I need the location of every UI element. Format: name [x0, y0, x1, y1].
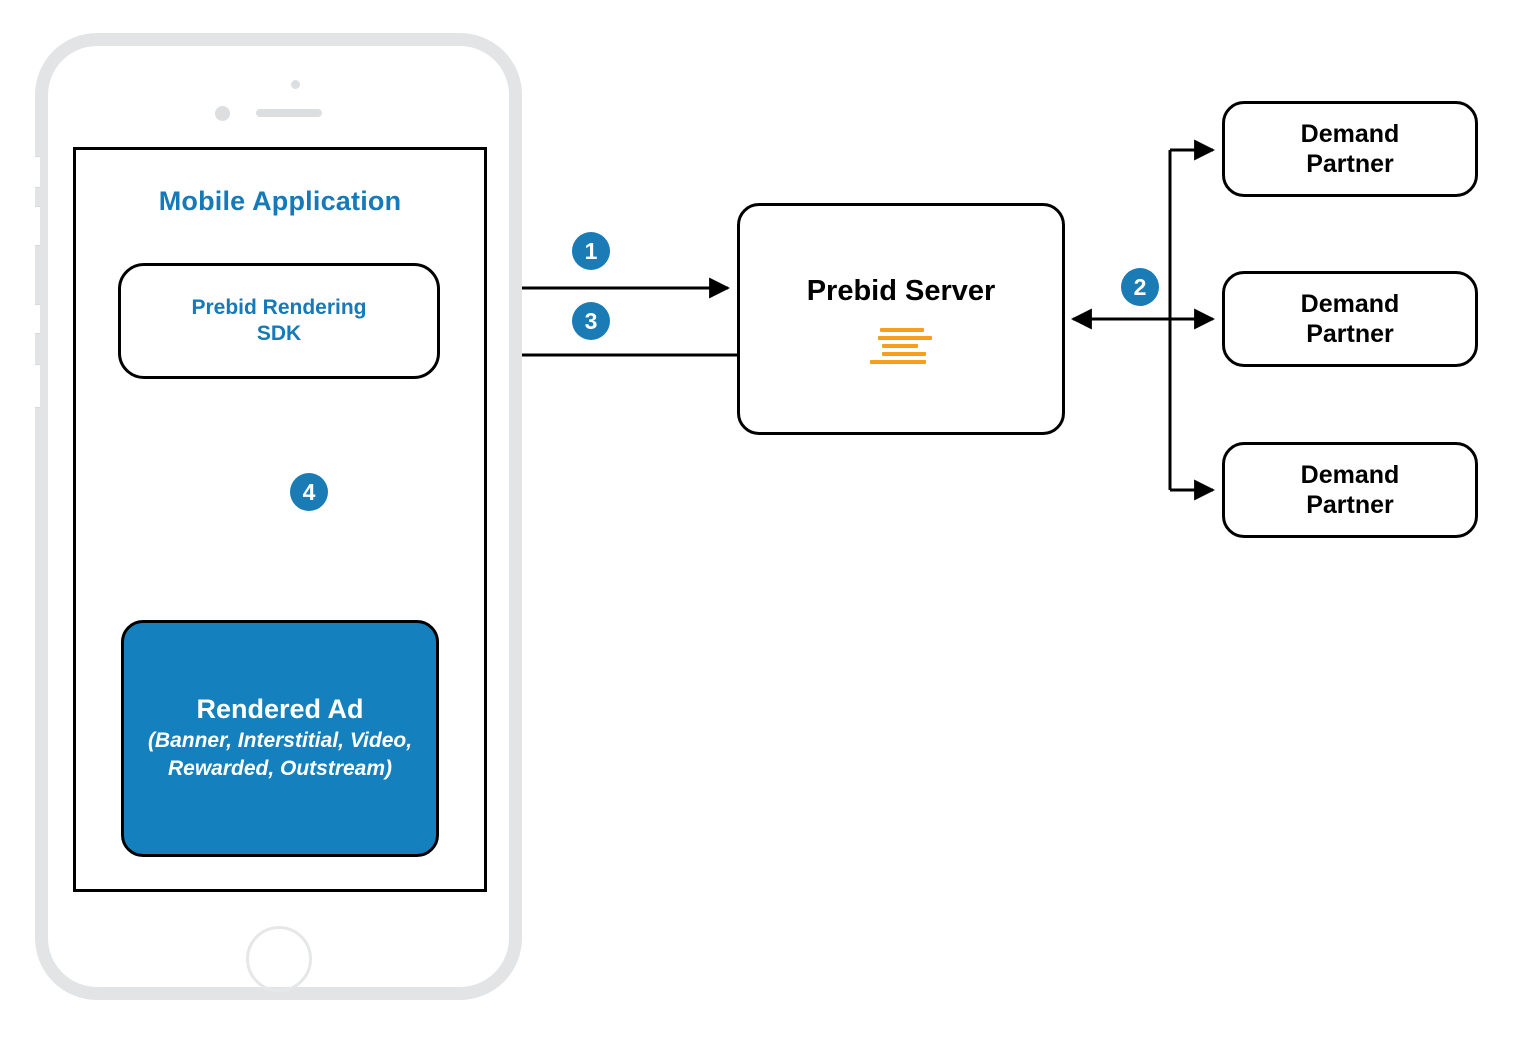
rendered-ad-subtitle-line2: Rewarded, Outstream)	[167, 757, 393, 780]
node-demand-partner-2[interactable]: Demand Partner	[1222, 271, 1478, 367]
sdk-label-line2: SDK	[256, 322, 302, 345]
sdk-label-line1: Prebid Rendering	[191, 296, 367, 320]
demand-partner-3-line2: Partner	[1306, 491, 1394, 519]
prebid-server-title: Prebid Server	[806, 274, 996, 307]
phone-silent-switch[interactable]	[35, 156, 40, 188]
node-demand-partner-1[interactable]: Demand Partner	[1222, 101, 1478, 197]
phone-speaker-grille	[256, 109, 322, 117]
phone-camera-icon	[215, 106, 230, 121]
phone-power-button[interactable]	[35, 364, 40, 408]
mobile-application-title: Mobile Application	[158, 186, 402, 216]
node-demand-partner-3[interactable]: Demand Partner	[1222, 442, 1478, 538]
rendered-ad-title: Rendered Ad	[196, 694, 364, 725]
connector-step-2	[1070, 139, 1216, 501]
demand-partner-3-line1: Demand	[1300, 461, 1400, 489]
demand-partner-1-line2: Partner	[1306, 150, 1394, 178]
step-badge-4: 4	[290, 473, 328, 511]
step-badge-3: 3	[572, 302, 610, 340]
phone-volume-up-button[interactable]	[35, 206, 40, 246]
node-prebid-server[interactable]: Prebid Server	[737, 203, 1065, 435]
node-prebid-rendering-sdk[interactable]: Prebid Rendering SDK	[118, 263, 440, 379]
step-badge-1: 1	[572, 232, 610, 270]
step-badge-2: 2	[1121, 268, 1159, 306]
demand-partner-2-line2: Partner	[1306, 320, 1394, 348]
phone-home-button[interactable]	[246, 926, 312, 992]
phone-sensor-icon	[291, 80, 300, 89]
demand-partner-1-line1: Demand	[1300, 120, 1400, 148]
phone-volume-down-button[interactable]	[35, 304, 40, 334]
rendered-ad-subtitle-line1: (Banner, Interstitial, Video,	[147, 729, 413, 753]
prebid-logo-icon	[870, 327, 932, 364]
node-rendered-ad[interactable]: Rendered Ad (Banner, Interstitial, Video…	[121, 620, 439, 857]
demand-partner-2-line1: Demand	[1300, 290, 1400, 318]
